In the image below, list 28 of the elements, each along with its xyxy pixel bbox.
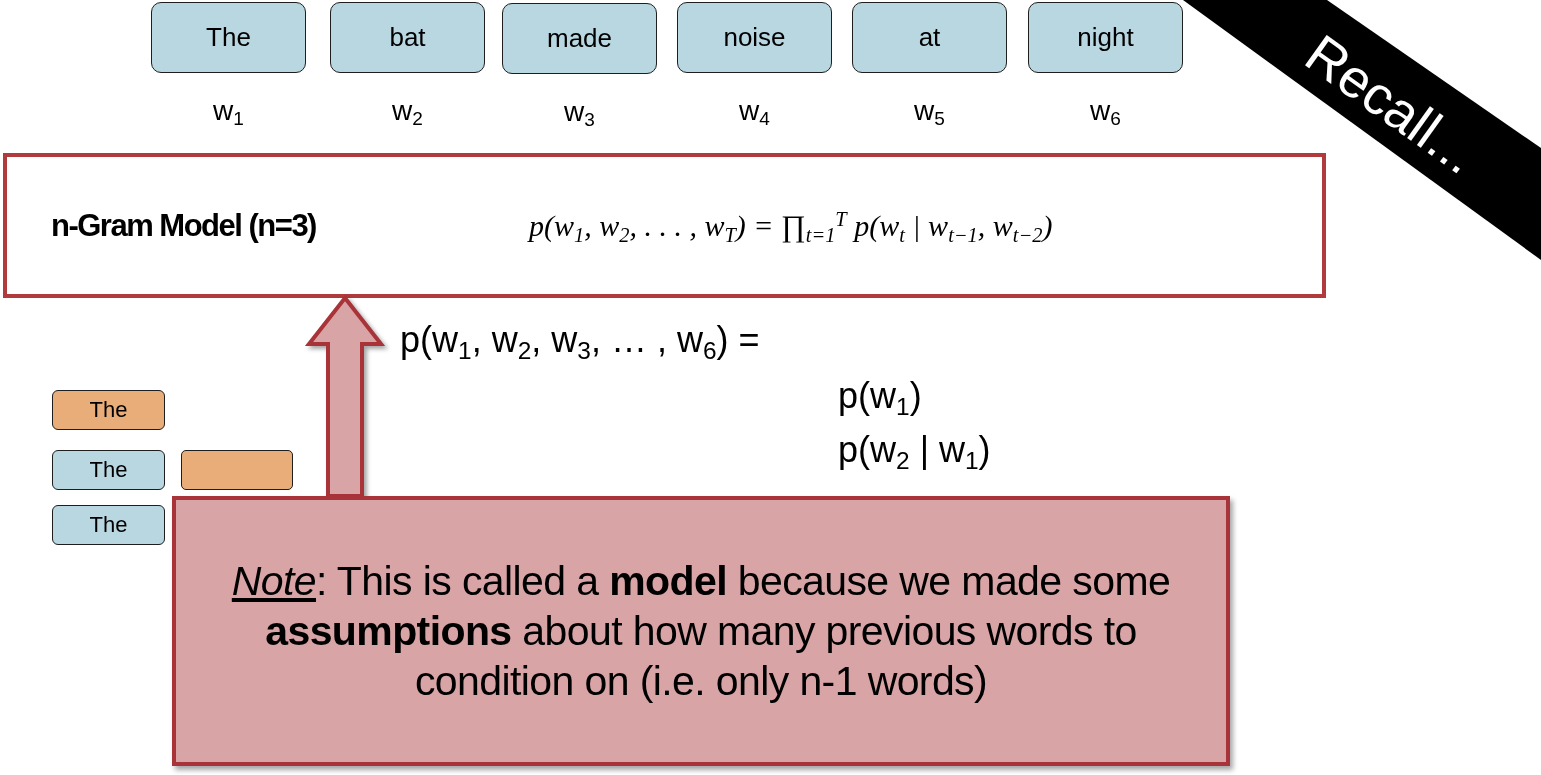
- word-text: at: [918, 22, 941, 53]
- token-text: The: [89, 397, 128, 423]
- word-text: bat: [389, 22, 426, 53]
- word-index-label: w$_{6}$: [1090, 96, 1121, 127]
- word-index-label: w$_{5}$: [914, 96, 945, 127]
- block-arrow: [304, 294, 386, 498]
- word-text: made: [546, 23, 612, 54]
- equation-text: p(w$_{2}$ | w$_{1}$): [838, 428, 991, 472]
- note-text: Note: This is called a model because we made some assumptions about how many previous words to condition on (i.e. only n-1 words): [230, 556, 1172, 706]
- equation-text: p(w$_{1}$): [838, 374, 922, 418]
- word-text: The: [206, 22, 251, 53]
- word-index-label: w$_{1}$: [213, 96, 244, 127]
- word-index-label: w$_{4}$: [739, 96, 770, 127]
- model-title: n-Gram Model (n=3): [51, 207, 316, 244]
- note-callout: [172, 496, 1230, 766]
- word-text: noise: [723, 22, 786, 53]
- word-index-label: w$_{3}$: [564, 97, 595, 128]
- equation-text: p(w$_{1}$, w$_{2}$, w$_{3}$, … , w$_{6}$) =: [400, 318, 760, 362]
- token-box: [52, 390, 165, 430]
- token-text: The: [89, 512, 128, 538]
- token-box: [52, 505, 165, 545]
- probability-formula: p(w$_{1}$, w$_{2}$, . . . , w$_{T}$) = ∏$_{t=1}$$^{T}$ p(w$_{t}$ | w$_{t−1}$, w$_{t−2}$): [529, 208, 1053, 243]
- token-text: The: [89, 457, 128, 483]
- recall-banner: [1183, 0, 1541, 260]
- token-box: [52, 450, 165, 490]
- word-index-label: w$_{2}$: [392, 96, 423, 127]
- token-box: [181, 450, 293, 490]
- word-text: night: [1077, 22, 1134, 53]
